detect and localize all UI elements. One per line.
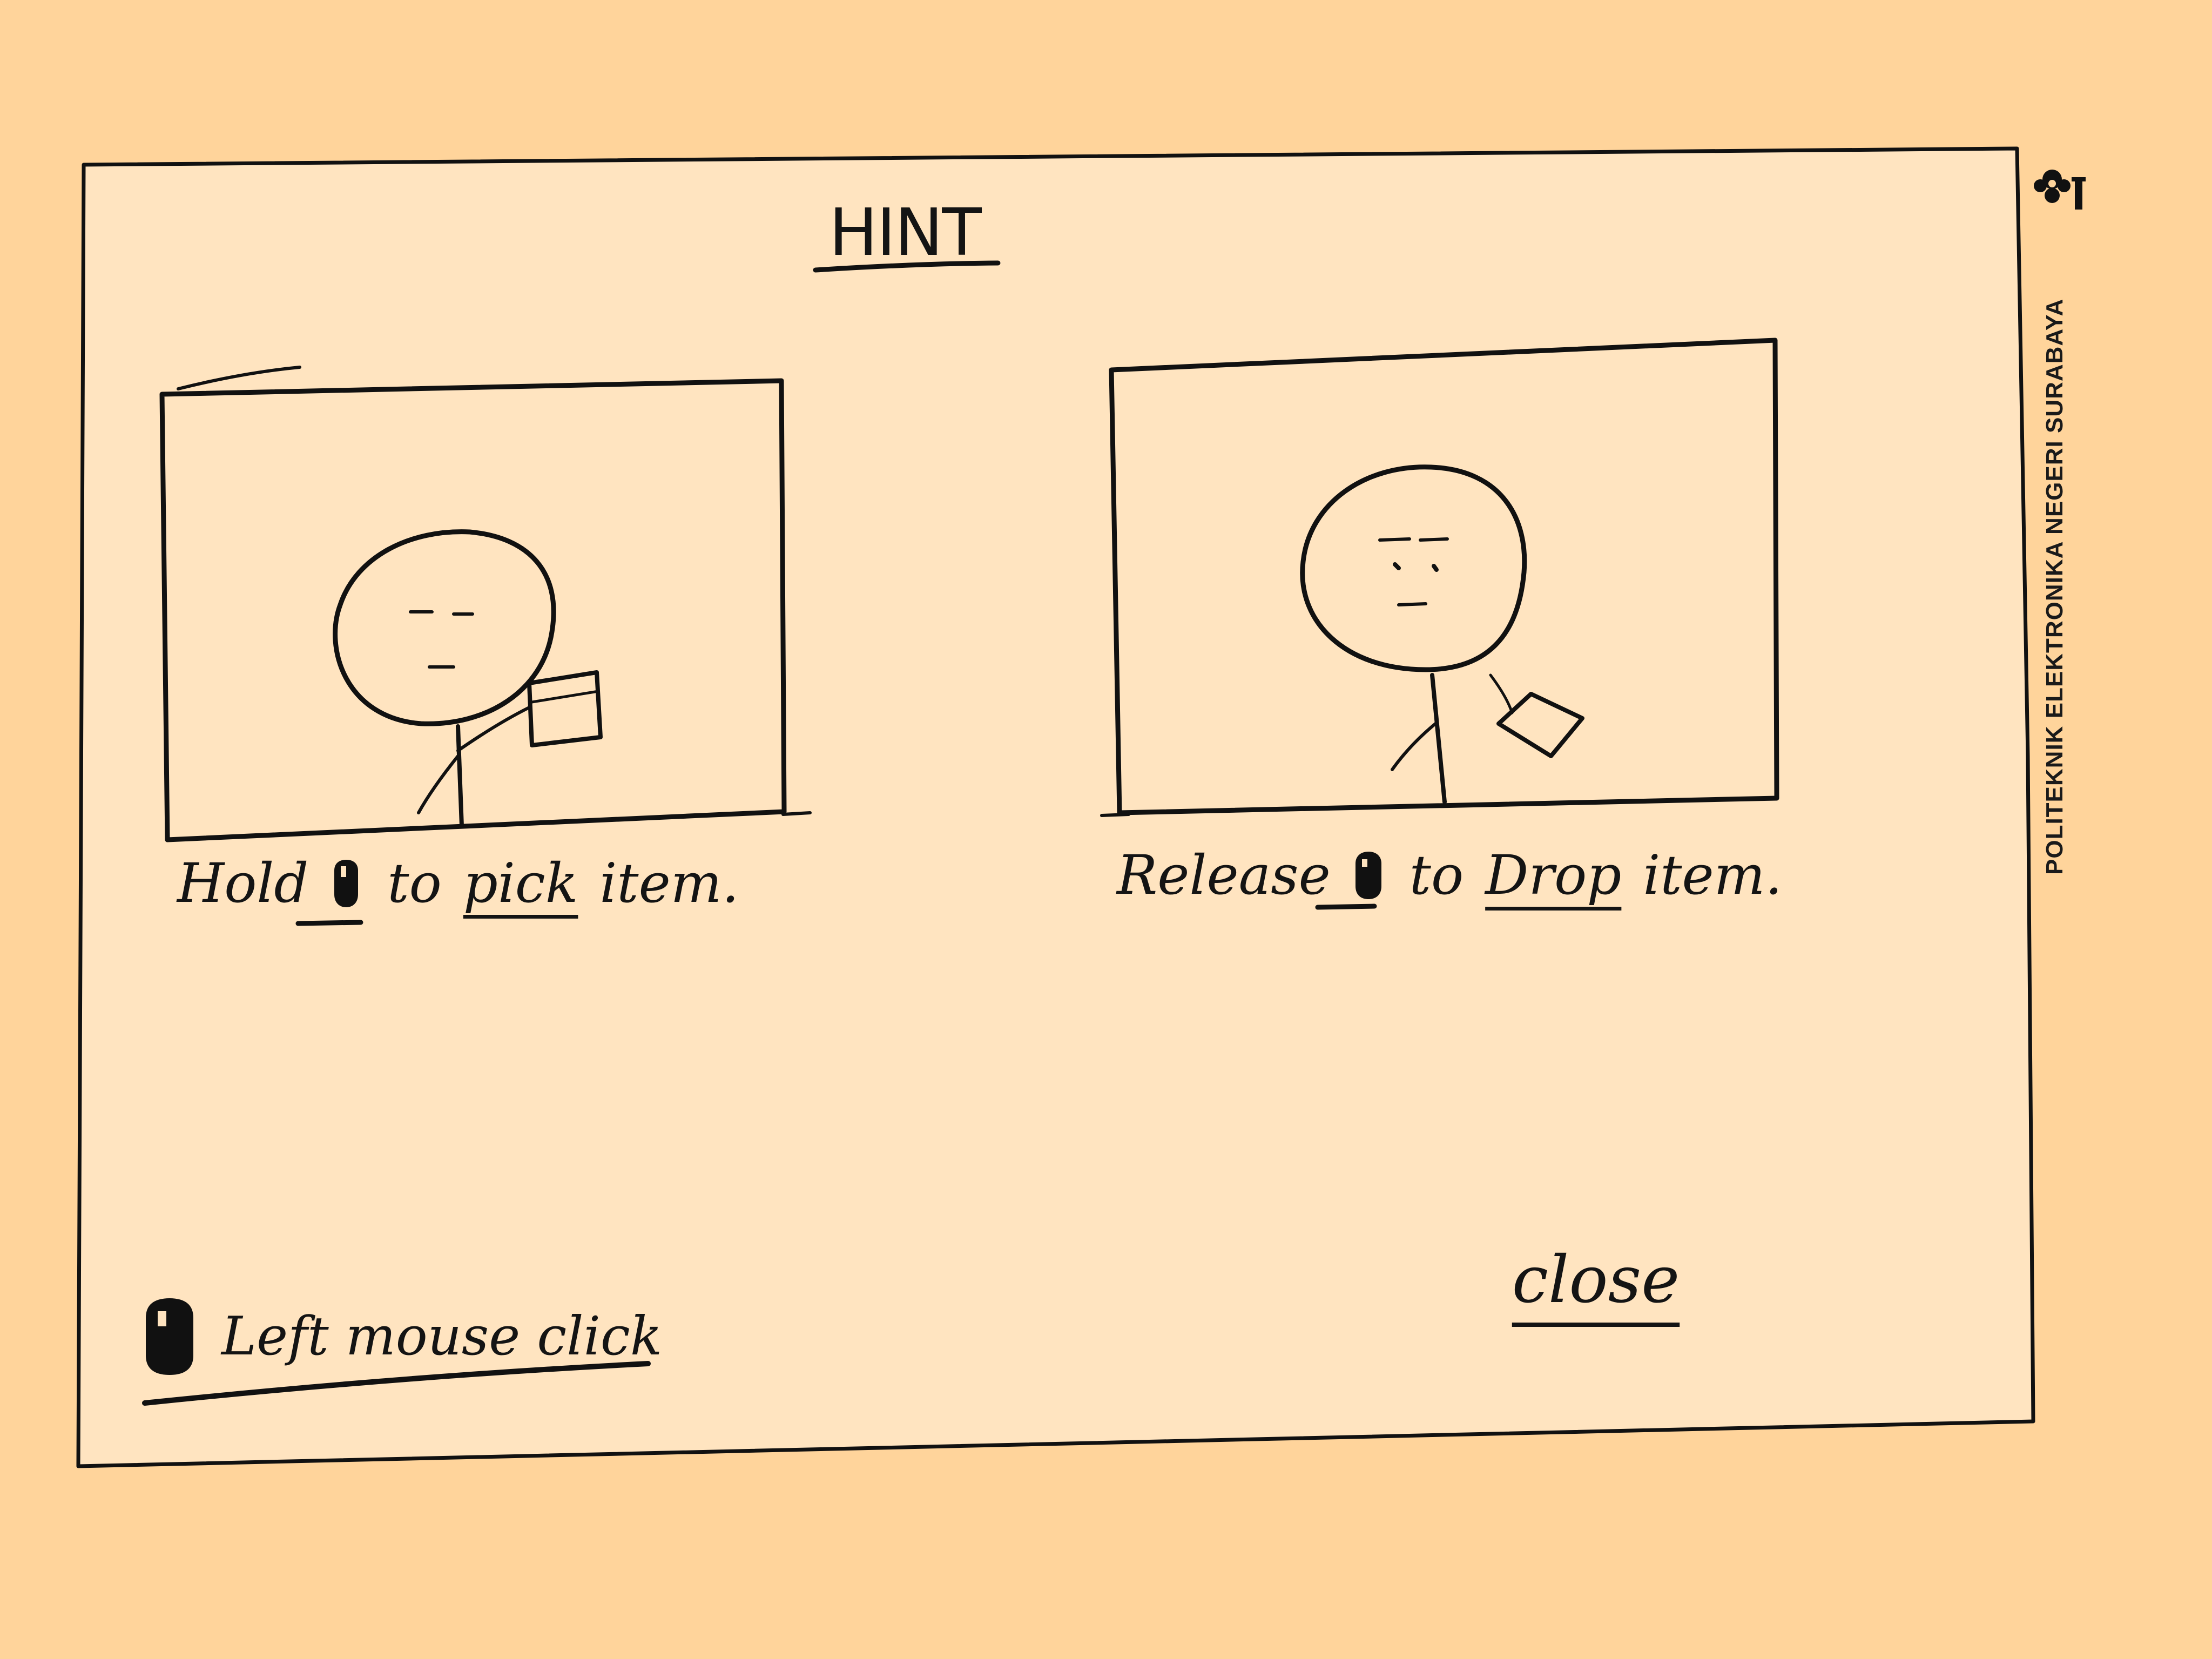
title-underline [813,260,1001,273]
legend-label: Left mouse click [221,1306,663,1367]
caption-word: item. [1643,843,1783,907]
left-mouse-button-icon [141,1296,198,1377]
drop-item-caption: Release to Drop item. [1117,840,1804,910]
item-box [1496,692,1584,758]
caption-word-emphasis: pick [463,851,578,915]
caption-word: item. [599,851,739,915]
caption-word-emphasis: Drop [1485,843,1622,907]
left-mouse-button-icon [330,858,362,908]
pens-logo-icon [2031,158,2090,222]
figure-head [1300,464,1527,672]
controls-legend: Left mouse click [141,1296,662,1377]
legend-underline [142,1361,651,1406]
item-box [527,670,603,747]
left-mouse-button-icon [1352,850,1385,900]
org-name: POLITEKNIK ELEKTRONIKA NEGERI SURABAYA [2041,298,2068,875]
drop-item-illustration-panel [1100,338,1779,817]
dialog-frame [76,146,2035,1468]
caption-word: to [1409,843,1464,907]
close-button[interactable]: close [1512,1242,1680,1318]
caption-word: Hold [177,851,309,915]
pick-item-illustration-panel [159,366,812,842]
dialog-title: HINT [829,195,982,271]
pick-item-caption: Hold to pick item. [177,848,760,918]
caption-word: Release [1117,843,1331,907]
caption-word: to [387,851,442,915]
